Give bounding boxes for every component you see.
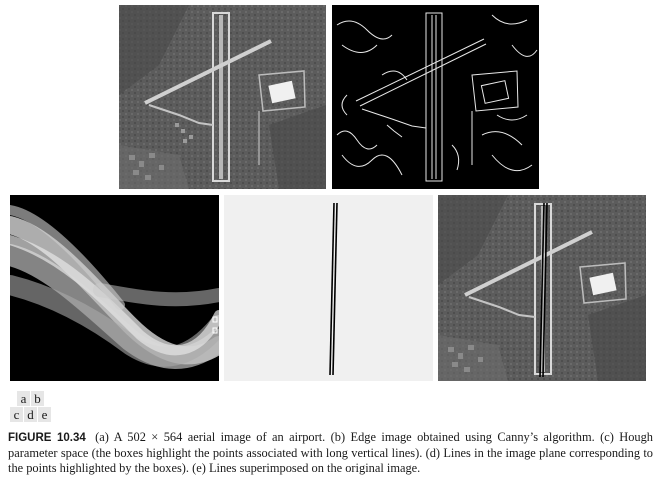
layout-key-c: c bbox=[10, 407, 23, 422]
figure-caption-text: (a) A 502 × 564 aerial image of an airpo… bbox=[8, 430, 653, 475]
panel-e-lines-superimposed bbox=[438, 195, 646, 381]
figure-caption: FIGURE 10.34 (a) A 502 × 564 aerial imag… bbox=[8, 430, 653, 476]
layout-key-a: a bbox=[17, 391, 30, 406]
panel-b-canny-edge-image bbox=[332, 5, 539, 189]
layout-key-e: e bbox=[38, 407, 51, 422]
figure-label: FIGURE 10.34 bbox=[8, 432, 86, 444]
panel-a-aerial-airport-image bbox=[119, 5, 326, 189]
layout-key-d: d bbox=[24, 407, 37, 422]
layout-key-b: b bbox=[31, 391, 44, 406]
panel-c-hough-parameter-space bbox=[10, 195, 219, 381]
panel-d-detected-lines bbox=[224, 195, 433, 381]
